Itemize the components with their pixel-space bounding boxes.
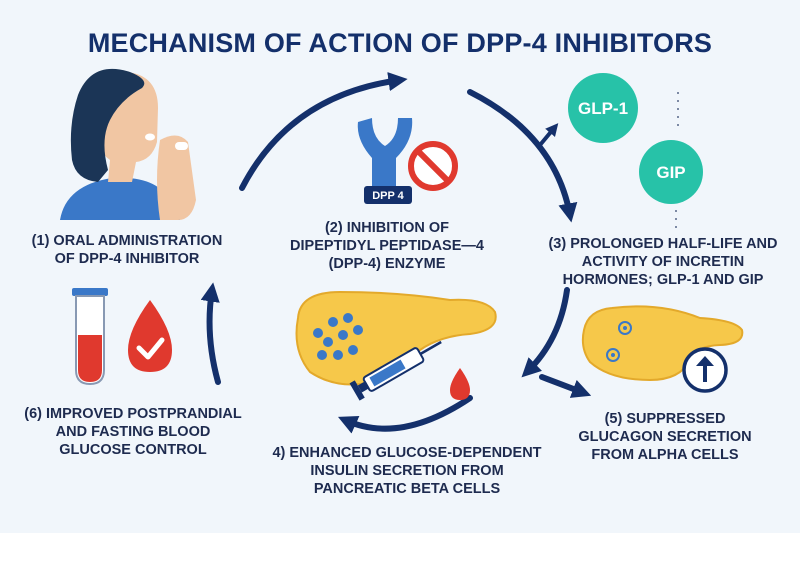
prohibition-icon — [408, 141, 458, 191]
up-arrow-icon — [682, 347, 728, 393]
hormone-column — [568, 73, 703, 232]
step-label-4: 4) ENHANCED GLUCOSE-DEPENDENT INSULIN SE… — [272, 445, 542, 497]
hormone-label-gip: GIP — [656, 163, 685, 182]
pancreas-icon — [295, 290, 497, 386]
pancreas-alpha-icon — [581, 305, 744, 382]
page-title: MECHANISM OF ACTION OF DPP-4 INHIBITORS — [87, 28, 713, 58]
arrow-to-5 — [539, 374, 592, 398]
y-receptor-icon — [357, 118, 413, 204]
step-label-1: (1) ORAL ADMINISTRATION OF DPP-4 INHIBIT… — [31, 233, 223, 267]
blood-drop-check-icon — [128, 300, 172, 372]
arrow-1-to-2 — [239, 72, 408, 191]
arrow-4-to-6 — [338, 395, 473, 434]
step-label-6: (6) IMPROVED POSTPRANDIAL AND FASTING BL… — [24, 406, 242, 458]
arrow-6-to-1 — [200, 282, 221, 385]
enzyme-label: DPP 4 — [372, 190, 404, 202]
woman-taking-pill-icon — [60, 68, 196, 220]
cycle-arrows — [200, 72, 592, 434]
blood-tube-icon — [72, 288, 108, 386]
arrow-branch-hormones — [538, 123, 559, 147]
step-label-2: (2) INHIBITION OF DIPEPTIDYL PEPTIDASE—4… — [290, 220, 484, 272]
step-label-5: (5) SUPPRESSED GLUCAGON SECRETION FROM A… — [578, 411, 752, 463]
hormone-label-glp1: GLP-1 — [578, 99, 628, 118]
arrow-3-to-4 — [521, 287, 570, 378]
arrow-2-to-3 — [467, 89, 578, 223]
step-label-3: (3) PROLONGED HALF-LIFE AND ACTIVITY OF … — [548, 236, 778, 288]
syringe-icon — [349, 340, 470, 401]
